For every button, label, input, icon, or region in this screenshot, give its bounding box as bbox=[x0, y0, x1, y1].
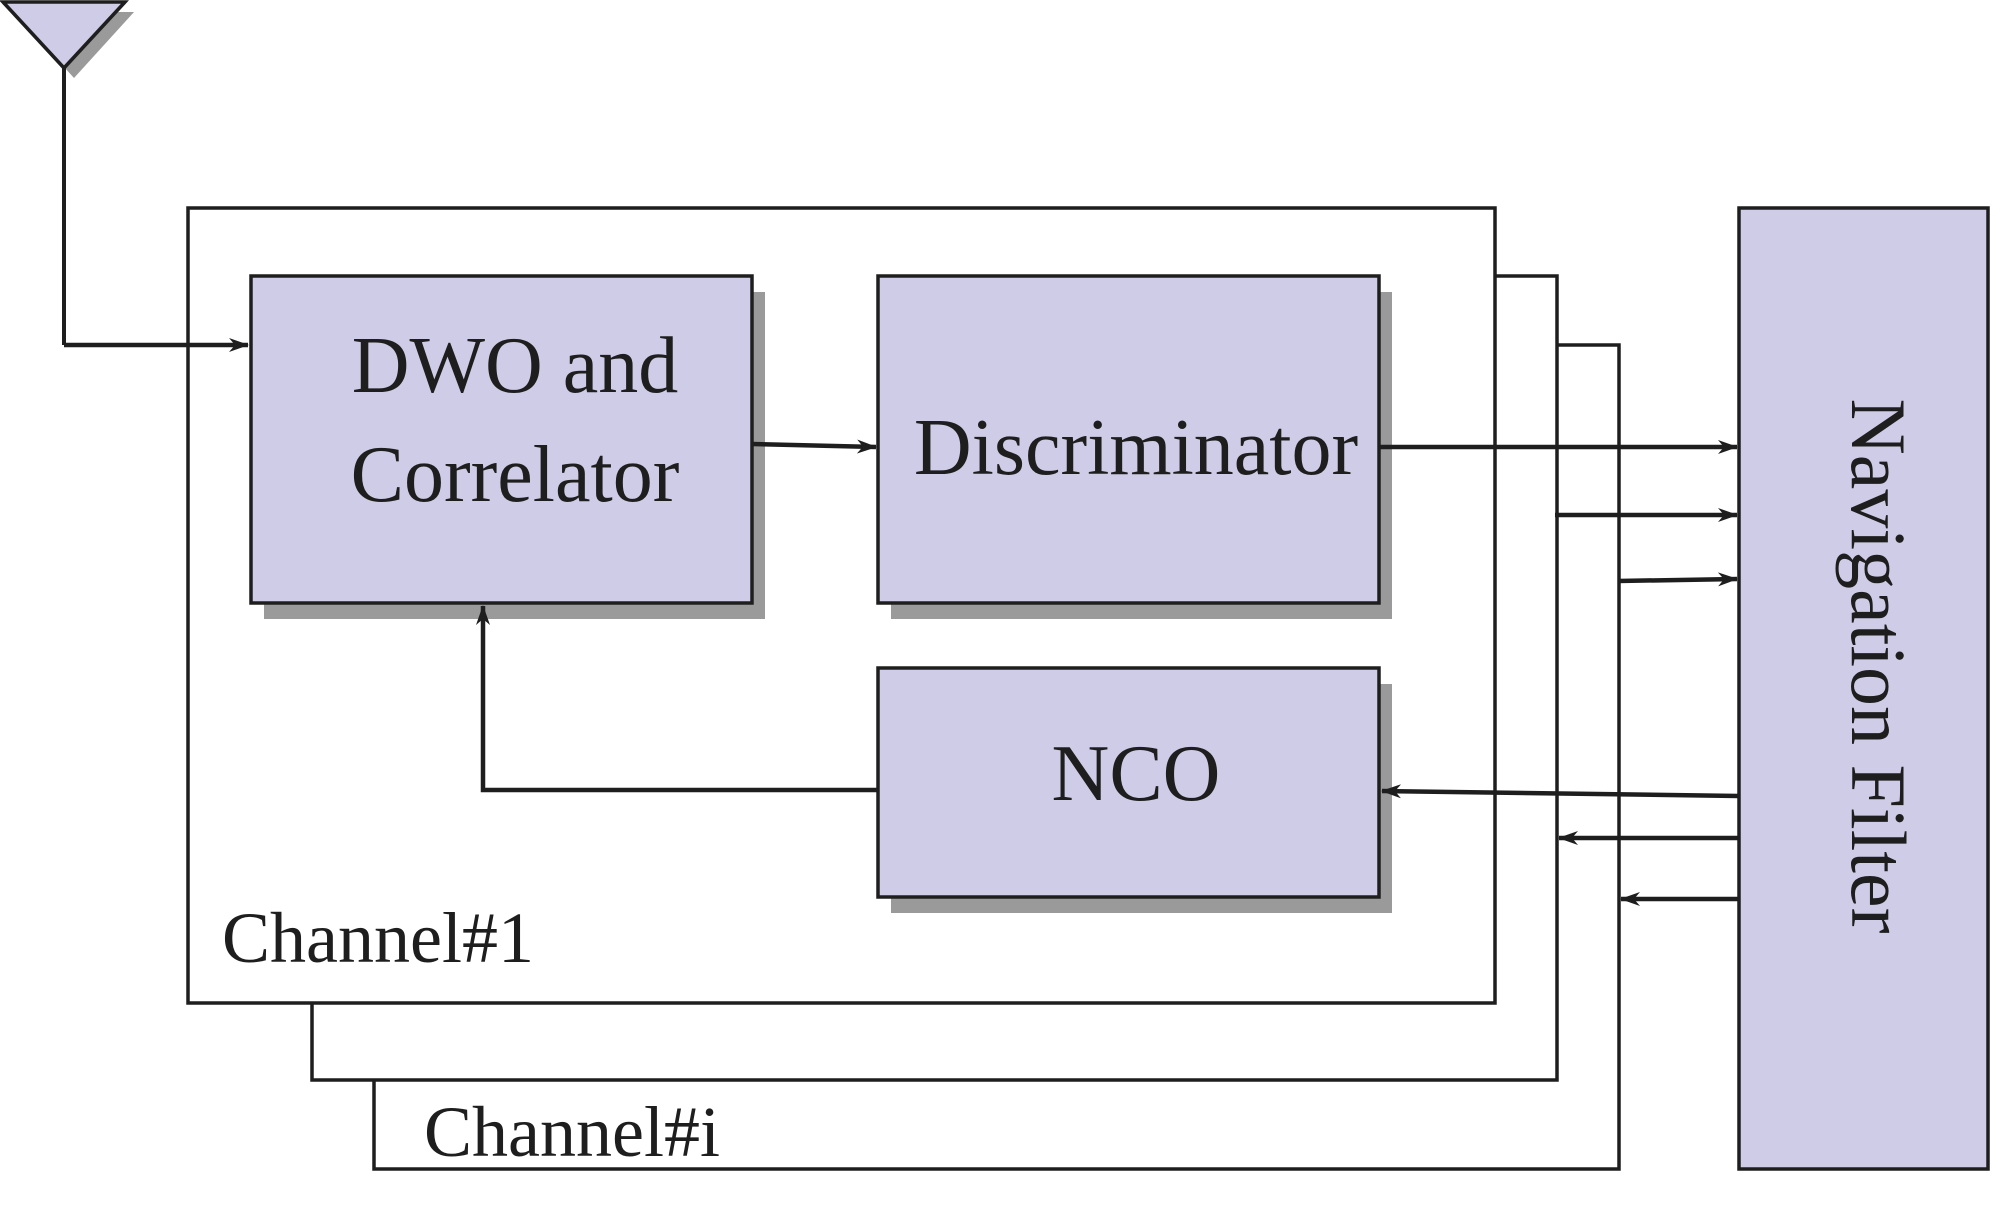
channel-1-label: Channel#1 bbox=[222, 898, 534, 978]
navfilter-to-nco-arrow bbox=[1381, 784, 1740, 799]
navigation-filter-block: Navigation Filter bbox=[1737, 206, 1990, 1171]
navigation-filter-label: Navigation Filter bbox=[1835, 398, 1922, 933]
discriminator-block: Discriminator bbox=[876, 274, 1392, 619]
correlator-to-discriminator-arrow bbox=[751, 439, 877, 454]
channel-i-to-navfilter-arrow bbox=[1617, 572, 1738, 587]
nco-block: NCO bbox=[876, 666, 1392, 913]
nco-label: NCO bbox=[1052, 730, 1221, 818]
discriminator-label: Discriminator bbox=[914, 404, 1358, 492]
dwo-correlator-label-line2: Correlator bbox=[351, 431, 680, 519]
signal-connections bbox=[476, 439, 1740, 906]
antenna-icon bbox=[0, 0, 134, 78]
channel-i-label: Channel#i bbox=[424, 1092, 720, 1172]
dwo-correlator-label-line1: DWO and bbox=[352, 322, 679, 410]
nco-to-correlator-feedback-arrow bbox=[476, 605, 878, 793]
dwo-correlator-block: DWO and Correlator bbox=[249, 274, 765, 619]
